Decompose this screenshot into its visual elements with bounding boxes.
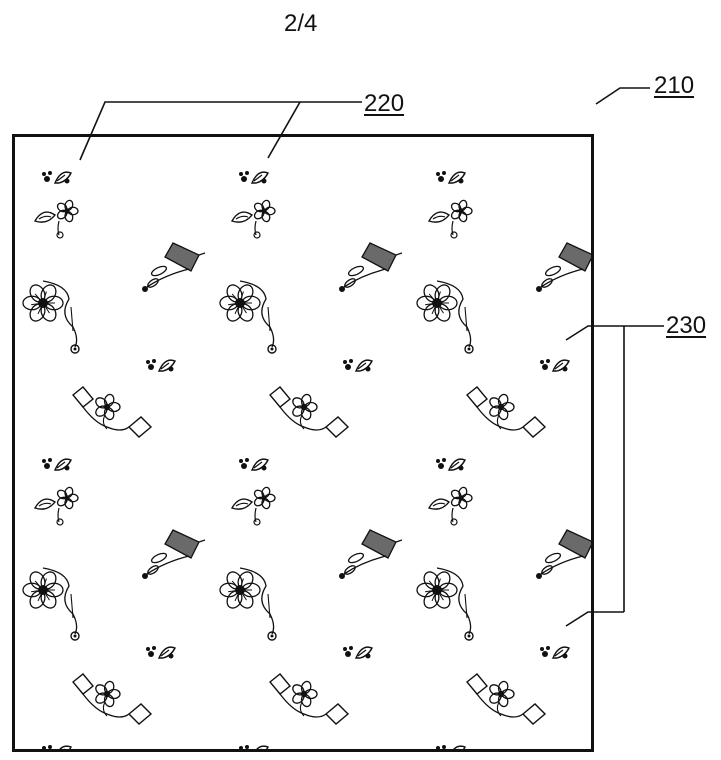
flower-pair-motif [230,199,276,239]
small-flower-sprig-motif [42,458,72,471]
leaf-branch-motif [339,242,403,292]
leaf-branch-motif [536,529,591,579]
kite-flower-vine-motif [269,673,350,725]
small-flower-sprig-motif [239,458,269,471]
small-flower-sprig-motif [540,359,570,372]
page-number: 2/4 [284,10,318,37]
leader-line-220-branch [267,101,301,159]
reference-label-230: 230 [666,312,707,339]
flower-pair-motif [230,486,276,526]
flower-pair-motif [33,199,79,239]
flower-pair-motif [427,199,473,239]
kite-flower-vine-motif [466,673,547,725]
kite-flower-vine-motif [466,386,547,438]
large-flower-stem-motif [22,280,80,354]
reference-label-220: 220 [364,90,405,117]
small-flower-sprig-motif [146,646,176,659]
small-flower-sprig-motif [343,359,373,372]
leaf-branch-motif [142,242,206,292]
small-flower-sprig-motif [42,745,72,749]
kite-flower-vine-motif [72,673,153,725]
kite-flower-vine-motif [72,386,153,438]
flower-pair-motif [33,486,79,526]
pattern-sheet [12,134,594,752]
large-flower-stem-motif [219,280,277,354]
large-flower-stem-motif [22,567,80,641]
small-flower-sprig-motif [436,458,466,471]
small-flower-sprig-motif [42,171,72,184]
small-flower-sprig-motif [239,745,269,749]
floral-pattern [22,171,591,749]
kite-flower-vine-motif [269,386,350,438]
small-flower-sprig-motif [540,646,570,659]
small-flower-sprig-motif [239,171,269,184]
leader-line-210 [595,87,650,105]
large-flower-stem-motif [416,567,474,641]
reference-label-210: 210 [654,72,695,99]
small-flower-sprig-motif [436,171,466,184]
leader-line-220 [79,101,362,161]
large-flower-stem-motif [219,567,277,641]
small-flower-sprig-motif [343,646,373,659]
leaf-branch-motif [142,529,206,579]
leaf-branch-motif [536,242,591,292]
bracket-230 [565,325,625,627]
small-flower-sprig-motif [436,745,466,749]
large-flower-stem-motif [416,280,474,354]
flower-pair-motif [427,486,473,526]
small-flower-sprig-motif [146,359,176,372]
leaf-branch-motif [339,529,403,579]
